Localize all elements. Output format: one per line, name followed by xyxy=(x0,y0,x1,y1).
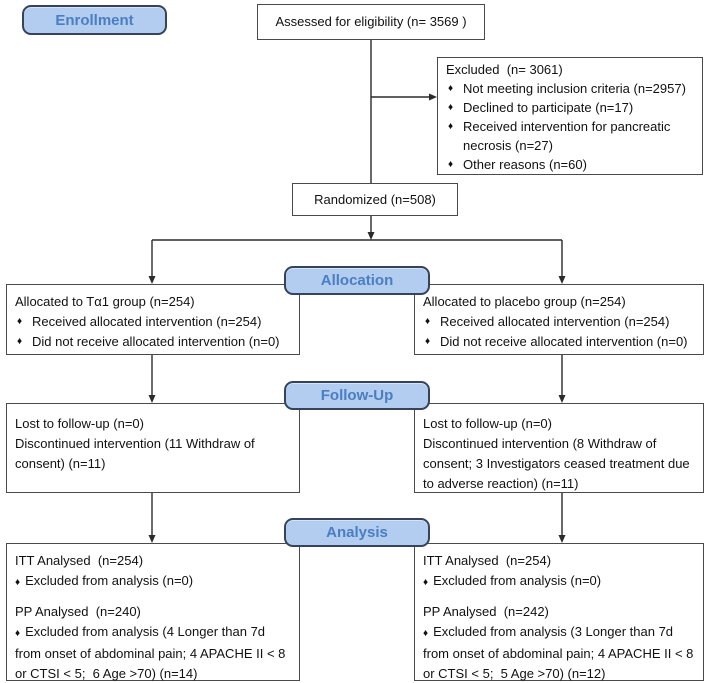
allocation-badge: Allocation xyxy=(284,266,430,295)
analysis-box-right: ITT Analysed (n=254) ♦Excluded from anal… xyxy=(414,543,704,681)
excluded-title: Excluded (n= 3061) xyxy=(446,62,563,77)
analysis-right-itt-item: ♦Excluded from analysis (n=0) xyxy=(423,573,602,588)
followup-right-line1: Lost to follow-up (n=0) xyxy=(423,416,552,431)
allocation-right-item: ♦Did not receive allocated intervention … xyxy=(423,332,697,352)
allocation-right-title: Allocated to placebo group (n=254) xyxy=(423,294,626,309)
followup-right-line2: Discontinued intervention (8 Withdraw of… xyxy=(423,436,694,491)
analysis-right-itt-title: ITT Analysed (n=254) xyxy=(423,553,552,568)
excluded-box: Excluded (n= 3061) ♦Not meeting inclusio… xyxy=(437,57,703,175)
randomized-text: Randomized (n=508) xyxy=(314,191,436,207)
diamond-bullet-icon: ♦ xyxy=(448,121,454,132)
allocation-right-item: ♦Received allocated intervention (n=254) xyxy=(423,312,697,332)
analysis-left-itt-title: ITT Analysed (n=254) xyxy=(15,553,144,568)
analysis-right-pp-title: PP Analysed (n=242) xyxy=(423,604,549,619)
followup-badge: Follow-Up xyxy=(284,381,430,410)
analysis-left-itt-item: ♦Excluded from analysis (n=0) xyxy=(15,573,194,588)
excluded-item: ♦Not meeting inclusion criteria (n=2957) xyxy=(448,81,686,96)
diamond-bullet-icon: ♦ xyxy=(448,102,454,113)
allocation-left-item: ♦Received allocated intervention (n=254) xyxy=(15,312,293,332)
followup-box-left: Lost to follow-up (n=0) Discontinued int… xyxy=(6,403,300,493)
diamond-bullet-icon: ♦ xyxy=(425,336,431,347)
enrollment-badge: Enrollment xyxy=(22,5,167,35)
allocation-left-item: ♦Did not receive allocated intervention … xyxy=(15,332,293,352)
analysis-badge: Analysis xyxy=(284,518,430,547)
diamond-bullet-icon: ♦ xyxy=(448,159,454,170)
assessed-eligibility-text: Assessed for eligibility (n= 3569 ) xyxy=(275,14,467,29)
diamond-bullet-icon: ♦ xyxy=(425,316,431,327)
allocation-box-left: Allocated to Tα1 group (n=254) ♦Received… xyxy=(6,284,300,355)
followup-left-line1: Lost to follow-up (n=0) xyxy=(15,416,144,431)
excluded-item: ♦Received intervention for pancreatic ne… xyxy=(448,119,675,153)
analysis-box-left: ITT Analysed (n=254) ♦Excluded from anal… xyxy=(6,543,300,681)
diamond-bullet-icon: ♦ xyxy=(15,577,21,588)
analysis-right-pp-item: ♦Excluded from analysis (3 Longer than 7… xyxy=(423,624,698,681)
excluded-item: ♦Declined to participate (n=17) xyxy=(448,100,634,115)
followup-box-right: Lost to follow-up (n=0) Discontinued int… xyxy=(414,403,704,493)
analysis-left-pp-item: ♦Excluded from analysis (4 Longer than 7… xyxy=(15,624,290,681)
diamond-bullet-icon: ♦ xyxy=(448,83,454,94)
diamond-bullet-icon: ♦ xyxy=(15,628,21,639)
diamond-bullet-icon: ♦ xyxy=(17,316,23,327)
followup-left-line2: Discontinued intervention (11 Withdraw o… xyxy=(15,436,259,471)
diamond-bullet-icon: ♦ xyxy=(17,336,23,347)
excluded-item: ♦Other reasons (n=60) xyxy=(448,157,587,172)
diamond-bullet-icon: ♦ xyxy=(423,577,429,588)
allocation-box-right: Allocated to placebo group (n=254) ♦Rece… xyxy=(414,284,704,355)
analysis-left-pp-title: PP Analysed (n=240) xyxy=(15,604,141,619)
randomized-box: Randomized (n=508) xyxy=(292,183,458,216)
assessed-eligibility-box: Assessed for eligibility (n= 3569 ) xyxy=(257,4,485,40)
diamond-bullet-icon: ♦ xyxy=(423,628,429,639)
allocation-left-title: Allocated to Tα1 group (n=254) xyxy=(15,294,195,309)
